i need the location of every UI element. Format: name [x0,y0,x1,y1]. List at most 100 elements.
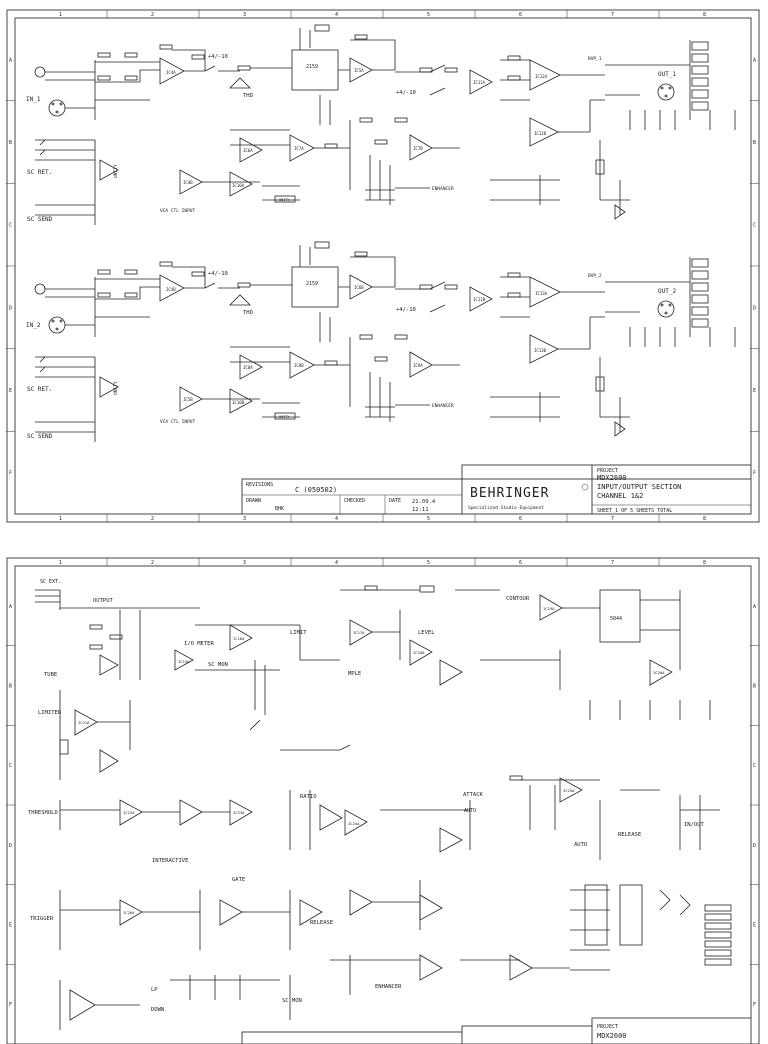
date-value: 21.09.4 [412,499,436,505]
tube-label: TUBE [44,672,57,678]
sheet-1-column-tick-bottom-4: 4 [335,516,338,522]
channel-1-vca-ctl-label: VCA CTL INPUT [160,208,196,214]
sc-mon-label-2: SC MON [282,998,302,1004]
ratio-label: RATIO [300,794,317,800]
channel-2-input-label: IN_2 [26,322,41,329]
output-label: OUTPUT [93,598,114,604]
ic-a: IC15A [178,659,190,664]
sheet-2-column-tick-top-5: 5 [427,560,430,566]
channel-2-ic-h: IC11B [473,297,486,302]
ic-e: IC19A [543,606,555,611]
sheet-1-column-tick-top-2: 2 [151,12,154,18]
sheet-1-row-tick-left-D: D [9,305,12,311]
channel-2-ic-g: IC10B [232,400,245,405]
sheet-1-row-tick-right-F: F [753,471,756,477]
channel-1-ic-f: IC7B [413,146,423,151]
sheet-1-column-tick-bottom-7: 7 [611,516,614,522]
channel-2-bvp-label: BVP_2 [588,273,602,279]
sheet-2-column-tick-top-2: 2 [151,560,154,566]
auto-label: AUTO [464,808,476,814]
sheet-1-column-tick-bottom-3: 3 [243,516,246,522]
channel-2-ic-c: IC6B [354,285,364,290]
attack-label: ATTACK [463,792,484,798]
channel-2-ic-b: IC5B [183,397,193,402]
channel-2-sc-return: SC RET. [27,386,52,393]
time-value: 12:11 [412,507,429,513]
chip-label: 5044 [610,616,622,622]
channel-2-ic-e: IC8B [294,363,304,368]
sheet-2-circuit: SC EXT. OUTPUT TUBE I/O METER IC15A SC M… [28,579,732,1030]
sheet-2-row-tick-left-C: C [9,763,12,769]
channel-1-ic-d: IC6A [243,148,253,153]
project-label: PROJECT [597,468,618,474]
project-name: MDX2600 [597,474,627,482]
sheet-1-column-tick-top-6: 6 [519,12,522,18]
channel-2-circuit: IN_2 IC4B +4/-10 THD 2159 IC6B IC8A IC8B [26,241,736,442]
release-label: RELEASE [618,832,641,838]
channel-1-output-label: OUT_1 [658,71,676,78]
trigger-label: TRIGGER [30,916,54,922]
channel-2-ic-a: IC4B [166,287,176,292]
limiter-label: LIMITER [38,710,62,716]
sheet-2-title-block: PROJECT MDX2600 [241,1017,752,1044]
sheet-1-row-tick-right-D: D [753,305,756,311]
sheet-1-column-tick-top-1: 1 [59,12,62,18]
channel-1-vca: 2159 [306,64,318,70]
channel-2-output-label: OUT_2 [658,288,676,295]
sheet-2-column-tick-top-8: 8 [703,560,706,566]
io-meter-label: I/O METER [184,641,214,647]
contour-label: CONTOUR [506,596,530,602]
channel-1-enhancer-label: ENHANCER [432,186,454,192]
sheet-1-column-tick-top-8: 8 [703,12,706,18]
sheet-1-row-tick-left-F: F [9,471,12,477]
sheet-2-row-tick-left-A: A [9,604,12,610]
revision-value: C (050502) [295,486,337,494]
auto-label-2: AUTO [574,842,587,848]
ic-j: IC24A [348,821,360,826]
ic-d: IC18A [413,650,425,655]
sheet-2-column-tick-top-4: 4 [335,560,338,566]
ic-b: IC16A [233,636,245,641]
in-out-label: IN/OUT [684,822,705,828]
ic-g: IC21A [78,720,90,725]
ic-c: IC17A [353,630,365,635]
gate-label: GATE [232,877,245,883]
project-name-2: MDX2600 [597,1032,627,1040]
sheet-2-row-tick-left-F: F [9,1002,12,1008]
channel-2-sw-label: +4/-10 [396,307,416,313]
sheet-1-row-tick-left-C: C [9,223,12,229]
sheet-2-row-tick-right-B: B [753,684,756,690]
ic-l: IC26A [123,910,135,915]
channel-2-gain-switch: +4/-10 [208,271,228,277]
release-label-2: RELEASE [310,920,333,926]
sheet-1-row-tick-right-C: C [753,223,756,229]
ic-k: IC25A [563,788,575,793]
project-label-2: PROJECT [597,1024,618,1030]
sheet-1-column-tick-bottom-5: 5 [427,516,430,522]
sheet-1-column-tick-top-3: 3 [243,12,246,18]
channel-name: CHANNEL 1&2 [597,492,643,500]
sheet-1-row-tick-left-A: A [9,57,12,63]
channel-1-ic-e: IC7A [294,146,304,151]
channel-1-sw-label: +4/-10 [396,90,416,96]
ic-i: IC23A [233,810,245,815]
drawn-value: BHK [275,506,284,512]
sc-mon-label: SC MON [208,662,228,668]
enhancer-label: ENHANCER [375,984,402,990]
channel-1-sc-return: SC RET. [27,169,52,176]
sheet-2-column-tick-top-7: 7 [611,560,614,566]
channel-2-enhancer-label: ENHANCER [432,403,454,409]
channel-2-thd-label: THD [243,310,253,316]
sheet-2-row-tick-right-A: A [753,604,756,610]
sheet-2-column-tick-top-3: 3 [243,560,246,566]
sheet-1-column-tick-bottom-8: 8 [703,516,706,522]
sheet-2-row-tick-right-D: D [753,843,756,849]
drawn-label: DRAWN [246,498,261,504]
sheet-1-column-tick-bottom-6: 6 [519,516,522,522]
channel-1-sc-send: SC SEND [27,216,53,223]
channel-2-vca: 2159 [306,281,318,287]
sheet-2-row-tick-right-F: F [753,1002,756,1008]
channel-1-input-label: IN_1 [26,96,41,103]
channel-2-vca-ctl-label: VCA CTL INPUT [160,419,196,425]
